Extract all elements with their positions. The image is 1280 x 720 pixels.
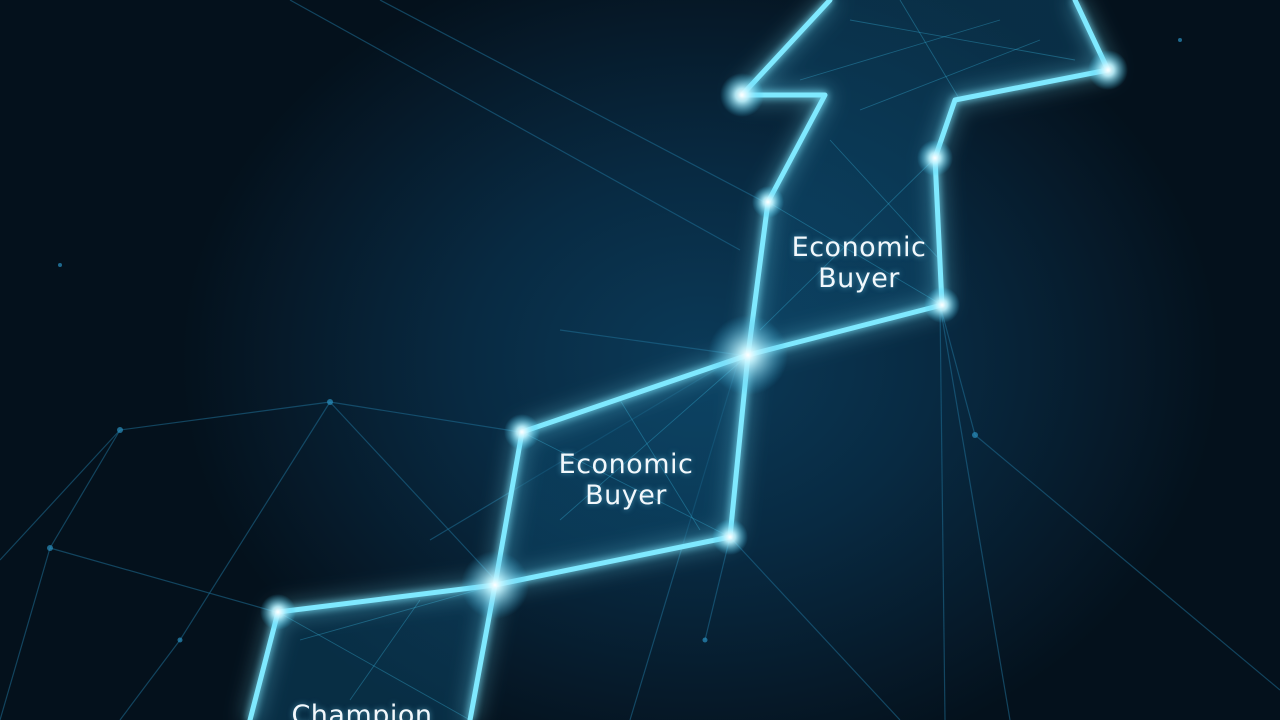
step-label-bottom: Champion: [272, 700, 452, 720]
step-label-top-line1: Economic: [791, 232, 927, 263]
step-label-top-line2: Buyer: [818, 263, 900, 295]
step-label-middle-line1: Economic: [558, 449, 694, 480]
step-label-middle-line2: Buyer: [585, 480, 667, 512]
step-label-bottom-line1: Champion: [291, 700, 433, 720]
inner-mesh: [277, 0, 1076, 720]
glow-nodes: [260, 50, 1128, 630]
background-dots: [47, 38, 1182, 643]
step-label-top: Economic Buyer: [778, 232, 940, 294]
step-label-middle: Economic Buyer: [540, 449, 712, 511]
arrow-body-fill: [250, 0, 1108, 720]
